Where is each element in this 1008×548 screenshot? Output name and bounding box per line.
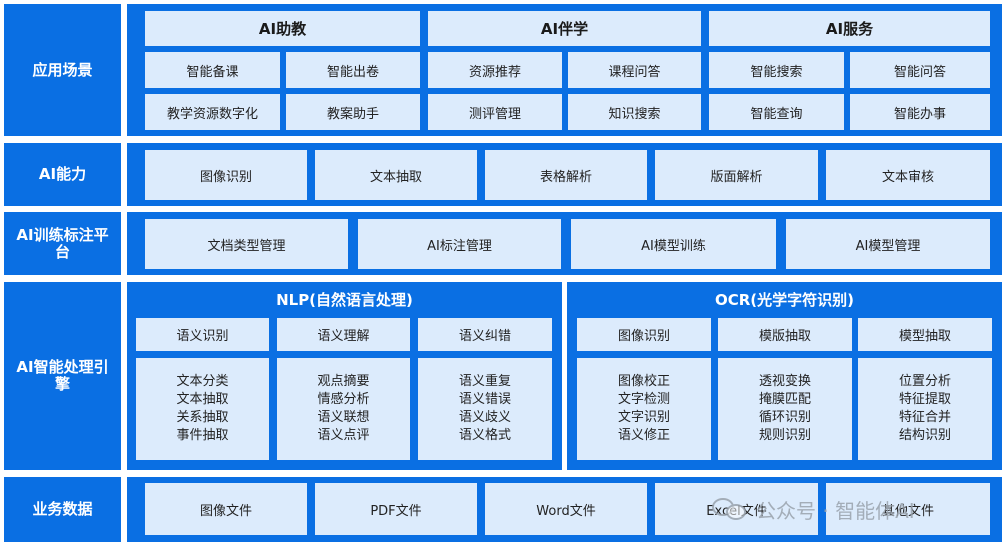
- app-item: 智能出卷: [286, 52, 420, 88]
- list-item: 语义错误: [458, 392, 511, 407]
- ocr-list: 位置分析 特征提取 特征合并 结构识别: [858, 358, 992, 460]
- row-label-application: 应用场景: [4, 4, 121, 136]
- app-item: 教学资源数字化: [145, 94, 280, 130]
- data-item: 图像文件: [145, 483, 307, 535]
- watermark: 公众号 · 智能体AI: [712, 494, 915, 524]
- list-item: 特征提取: [898, 392, 951, 407]
- ocr-header: 模版抽取: [718, 318, 852, 351]
- row-label-data: 业务数据: [4, 477, 121, 542]
- app-item: 智能办事: [850, 94, 990, 130]
- app-item: 智能问答: [850, 52, 990, 88]
- list-item: 结构识别: [898, 428, 951, 443]
- watermark-text: 公众号 · 智能体AI: [756, 498, 915, 523]
- list-item: 情感分析: [317, 392, 370, 407]
- group-title-ai-assistant: AI助教: [145, 11, 420, 46]
- ocr-list: 透视变换 掩膜匹配 循环识别 规则识别: [718, 358, 852, 460]
- training-item: AI模型训练: [571, 219, 776, 269]
- app-item: 课程问答: [568, 52, 701, 88]
- ocr-title: OCR(光学字符识别): [714, 290, 855, 309]
- row-label-training: AI训练标注平台: [4, 212, 121, 275]
- list-item: 语义重复: [458, 374, 511, 389]
- training-item: AI标注管理: [358, 219, 561, 269]
- capability-item: 表格解析: [485, 150, 647, 200]
- app-item: 智能备课: [145, 52, 280, 88]
- data-item: 其他文件: [826, 483, 990, 535]
- training-item: 文档类型管理: [145, 219, 348, 269]
- training-item: AI模型管理: [786, 219, 990, 269]
- row-label-capability: AI能力: [4, 143, 121, 206]
- ocr-header: 图像识别: [577, 318, 711, 351]
- list-item: 语义点评: [317, 428, 370, 443]
- nlp-header: 语义纠错: [418, 318, 552, 351]
- list-item: 文字识别: [617, 410, 670, 425]
- capability-item: 文本抽取: [315, 150, 477, 200]
- ocr-header: 模型抽取: [858, 318, 992, 351]
- list-item: 规则识别: [758, 428, 811, 443]
- list-item: 语义修正: [617, 428, 670, 443]
- list-item: 文本抽取: [176, 392, 229, 407]
- list-item: 特征合并: [898, 410, 951, 425]
- nlp-list: 语义重复 语义错误 语义歧义 语义格式: [418, 358, 552, 460]
- list-item: 位置分析: [898, 374, 951, 389]
- list-item: 文本分类: [176, 374, 229, 389]
- app-item: 智能搜索: [709, 52, 844, 88]
- wechat-icon: [712, 496, 748, 522]
- group-title-ai-service: AI服务: [709, 11, 990, 46]
- app-item: 知识搜索: [568, 94, 701, 130]
- nlp-list: 文本分类 文本抽取 关系抽取 事件抽取: [136, 358, 269, 460]
- ocr-list: 图像校正 文字检测 文字识别 语义修正: [577, 358, 711, 460]
- data-item: Word文件: [485, 483, 647, 535]
- capability-item: 图像识别: [145, 150, 307, 200]
- capability-item: 文本审核: [826, 150, 990, 200]
- list-item: 文字检测: [617, 392, 670, 407]
- nlp-header: 语义识别: [136, 318, 269, 351]
- nlp-list: 观点摘要 情感分析 语义联想 语义点评: [277, 358, 410, 460]
- list-item: 循环识别: [758, 410, 811, 425]
- app-item: 资源推荐: [428, 52, 562, 88]
- list-item: 关系抽取: [176, 410, 229, 425]
- list-item: 透视变换: [758, 374, 811, 389]
- row-label-engine: AI智能处理引擎: [4, 282, 121, 470]
- data-item: PDF文件: [315, 483, 477, 535]
- list-item: 观点摘要: [317, 374, 370, 389]
- list-item: 事件抽取: [176, 428, 229, 443]
- list-item: 语义歧义: [458, 410, 511, 425]
- list-item: 掩膜匹配: [758, 392, 811, 407]
- app-item: 教案助手: [286, 94, 420, 130]
- list-item: 语义格式: [458, 428, 511, 443]
- nlp-header: 语义理解: [277, 318, 410, 351]
- capability-item: 版面解析: [655, 150, 818, 200]
- list-item: 语义联想: [317, 410, 370, 425]
- group-title-ai-companion: AI伴学: [428, 11, 701, 46]
- list-item: 图像校正: [617, 374, 670, 389]
- app-item: 测评管理: [428, 94, 562, 130]
- nlp-title: NLP(自然语言处理): [276, 290, 413, 309]
- app-item: 智能查询: [709, 94, 844, 130]
